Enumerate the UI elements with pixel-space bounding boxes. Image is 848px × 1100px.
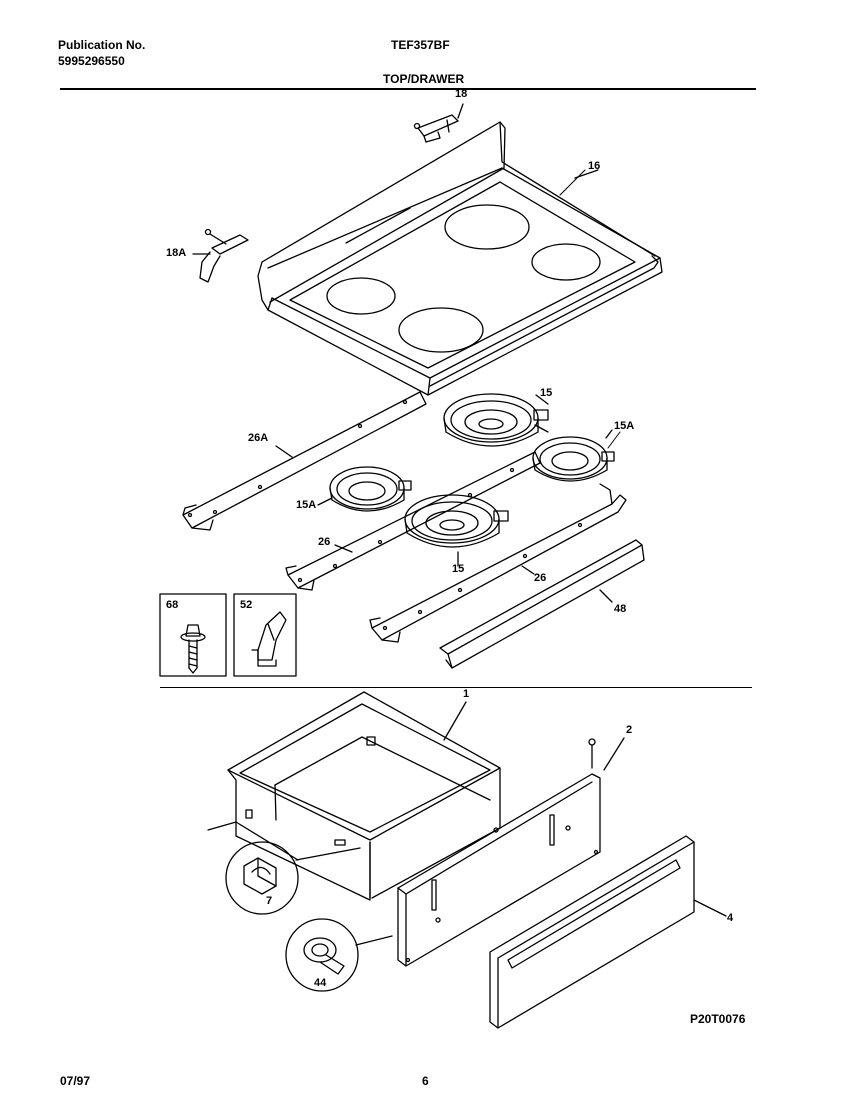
- publication-label: Publication No.: [58, 38, 146, 52]
- inset-circle-7: [207, 821, 361, 915]
- part-label-15-bottom: 15: [452, 563, 465, 575]
- part-label-48: 48: [614, 603, 627, 615]
- inset-circle-44: [285, 918, 393, 992]
- model-number: TEF357BF: [391, 38, 450, 52]
- surface-element-15A-right: [532, 429, 615, 482]
- part-label-16: 16: [588, 160, 601, 172]
- drawer-panel-4: [489, 835, 727, 1029]
- section-separator: [160, 687, 752, 688]
- surface-element-15-top: [443, 393, 549, 447]
- revision-date: 07/97: [60, 1074, 91, 1088]
- part-label-18: 18: [455, 88, 468, 100]
- drawer-front-frame-2: [397, 737, 625, 967]
- part-label-4: 4: [727, 912, 734, 924]
- section-title: TOP/DRAWER: [383, 72, 465, 86]
- side-bracket-18A: [192, 228, 249, 283]
- part-label-68: 68: [166, 599, 179, 611]
- part-label-15A-right: 15A: [614, 420, 635, 432]
- part-label-1: 1: [463, 688, 470, 700]
- surface-element-15A-left: [317, 466, 412, 512]
- part-label-52: 52: [240, 599, 253, 611]
- part-label-15-top: 15: [540, 387, 553, 399]
- leader-lines: [559, 169, 621, 449]
- part-label-26-left: 26: [318, 536, 331, 548]
- cooktop-16: [257, 121, 663, 396]
- part-label-18A: 18A: [166, 247, 187, 259]
- inset-52: [233, 593, 297, 677]
- support-rail-26-right: [369, 483, 627, 643]
- surface-element-15-bottom: [404, 494, 509, 567]
- publication-number: 5995296550: [58, 54, 125, 68]
- header-rule: [60, 88, 756, 90]
- inset-68: [159, 593, 227, 677]
- part-label-44: 44: [314, 977, 327, 989]
- part-label-15A-left: 15A: [296, 499, 317, 511]
- hinge-bracket-18: [413, 103, 464, 143]
- front-trim-48: [439, 539, 645, 669]
- part-label-26-right: 26: [534, 572, 547, 584]
- part-label-7: 7: [266, 895, 273, 907]
- drawer-body-1: [227, 691, 501, 901]
- page-number: 6: [422, 1074, 429, 1088]
- support-rail-26-center: [285, 451, 541, 591]
- part-label-26A: 26A: [248, 432, 269, 444]
- part-label-2: 2: [626, 724, 633, 736]
- figure-code: P20T0076: [690, 1012, 746, 1026]
- support-rail-26A: [182, 391, 427, 531]
